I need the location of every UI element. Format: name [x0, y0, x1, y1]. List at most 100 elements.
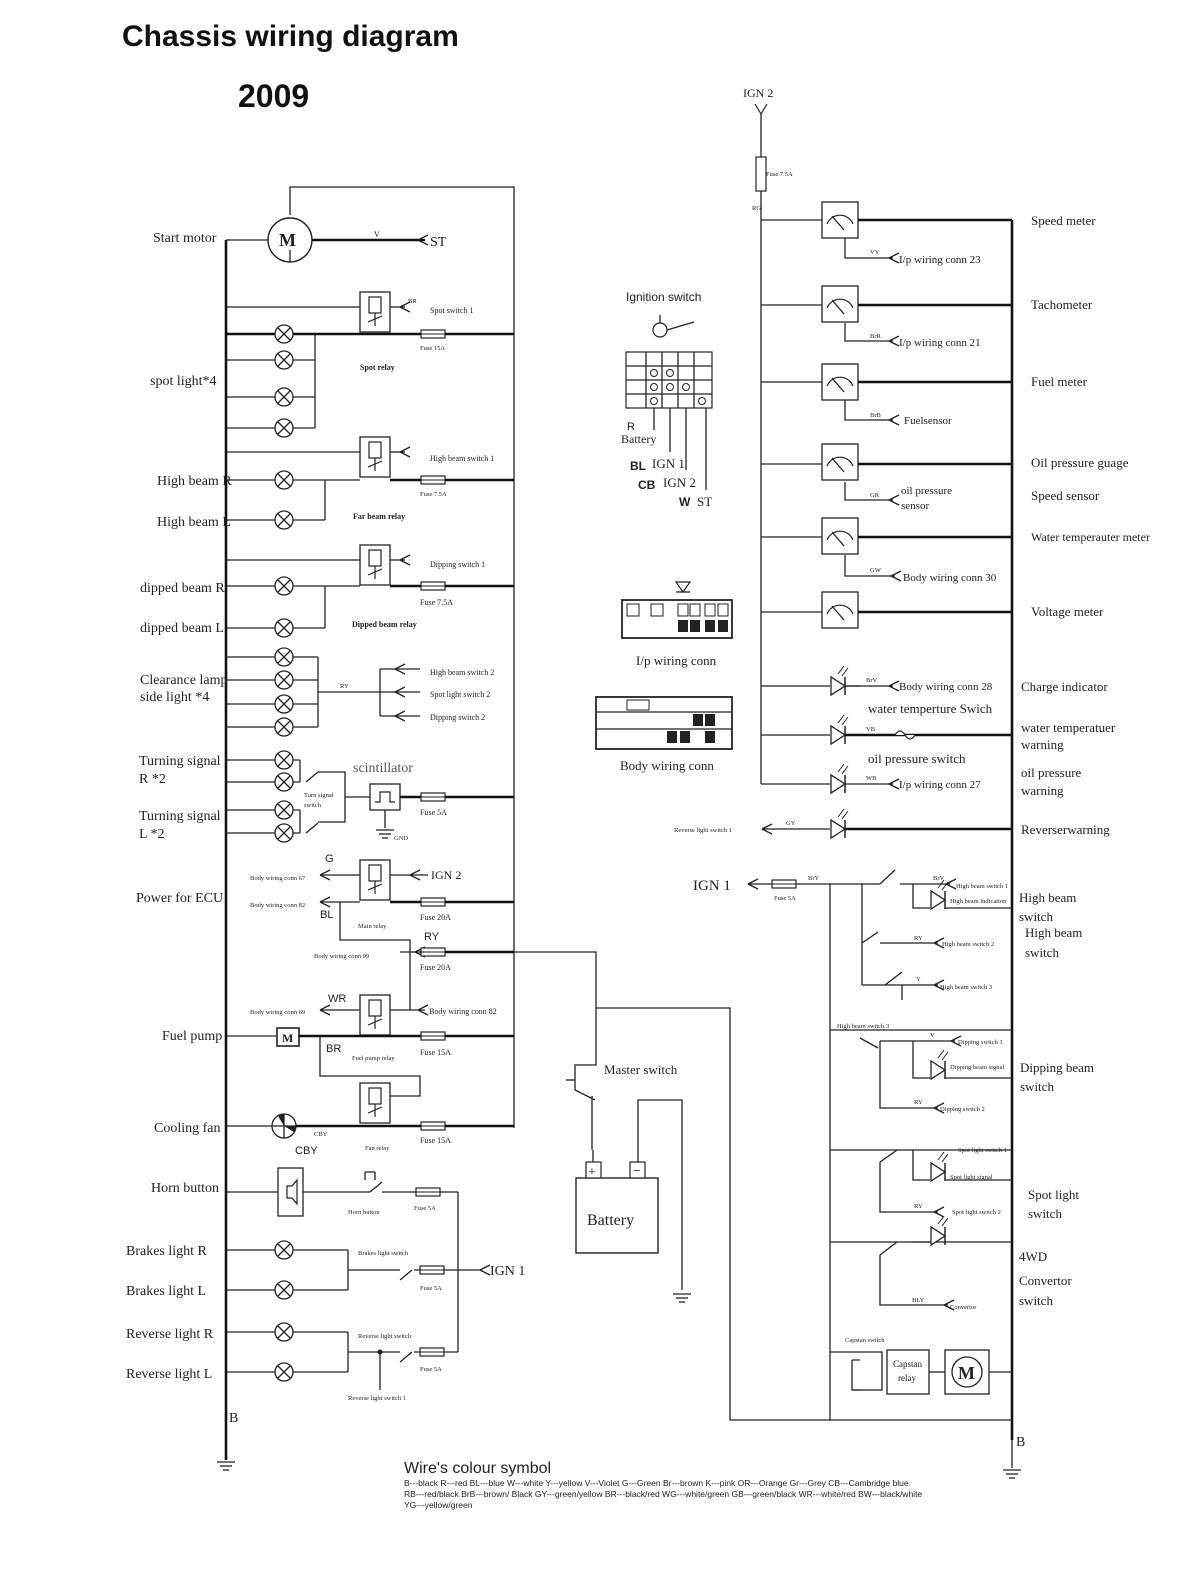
svg-text:M: M [958, 1363, 975, 1383]
far-beam-relay-label: Far beam relay [353, 512, 405, 521]
fuse-label: Fuse 7.5A [420, 491, 447, 498]
wire-g-label: G [325, 853, 334, 865]
turning-signal-r2-label: R *2 [139, 772, 166, 787]
reverse-light-switch-label: Reverse light switch [358, 1333, 412, 1340]
dip-switch-2-label: Dipping switch 2 [940, 1106, 985, 1113]
reverse-light-r-label: Reverse light R [126, 1327, 214, 1342]
fuse-7-5a-top-label: Fuse 7.5A [766, 171, 793, 178]
water-warning-label-2: warning [1021, 737, 1064, 752]
spot-light-switch-label-2: switch [1028, 1206, 1062, 1221]
fuse-icon [419, 1347, 445, 1357]
scintillator-icon [369, 783, 401, 828]
power-for-ecu-label: Power for ECU [136, 891, 223, 906]
oil-pressure-gauge-icon [761, 443, 1012, 506]
turn-signal-switch-label: Turn signal [304, 792, 334, 799]
wire-label: WB [866, 775, 877, 782]
spot-signal-label: Spot light signal [950, 1174, 993, 1181]
ip-conn-27-label: I/p wiring conn 27 [899, 779, 981, 791]
fuse-icon [420, 475, 446, 485]
legend-line: YG---yellow/green [404, 1500, 473, 1510]
spot-light-signal-diode-icon [930, 1151, 949, 1182]
fuse-icon [420, 792, 446, 802]
fuse-icon [419, 1265, 445, 1275]
fuse-15a-2-label: Fuse 15A [420, 1048, 451, 1057]
dipping-beam-switch-label-2: switch [1020, 1079, 1054, 1094]
wire-label: RY [914, 1099, 923, 1106]
high-beam-r-label: High beam R [157, 474, 232, 489]
fuel-meter-label: Fuel meter [1031, 374, 1088, 389]
fuse-20a-label: Fuse 20A [420, 913, 451, 922]
ground-icon [216, 1461, 236, 1471]
water-temperature-meter-icon [761, 517, 1012, 582]
hb-indication-label: High beam indication [950, 898, 1007, 905]
page-title: Chassis wiring diagram [122, 20, 459, 53]
dip-switch-1-label: Dipping switch 1 [958, 1039, 1003, 1046]
capstan-switch-label: Capstan switch [845, 1337, 885, 1344]
oil-warning-label-2: warning [1021, 783, 1064, 798]
ign-r-label: R [627, 421, 635, 433]
high-beam-switch-label-4: switch [1025, 945, 1059, 960]
turn-signal-switch-label-2: switch [304, 802, 322, 809]
water-meter-label: Water temperauter meter [1031, 530, 1150, 544]
reverse-warning-label: Reverserwarning [1021, 822, 1110, 837]
reverse-light-switch-1-label: Reverse light switch 1 [348, 1395, 406, 1402]
hb-switch-3b-label: High beam switch 3 [837, 1023, 889, 1030]
wire-ry-label: RY [424, 931, 440, 943]
fuel-pump-label: Fuel pump [162, 1029, 222, 1044]
fuel-pump-relay-label: Fuel pump relay [352, 1055, 395, 1062]
main-relay-icon [359, 859, 391, 901]
wire-rg-label: RG [752, 205, 761, 212]
fuse-15a-label: Fuse 15A [420, 345, 445, 352]
fuse-icon [420, 1121, 446, 1131]
fuel-pump-relay-icon [359, 994, 391, 1036]
brakes-light-l-label: Brakes light L [126, 1284, 206, 1299]
page-year: 2009 [238, 78, 310, 114]
fuse-5a-right-label: Fuse 5A [774, 895, 796, 902]
ign-ign2-label: IGN 2 [663, 475, 696, 490]
dipped-beam-relay-label: Dipped beam relay [352, 620, 417, 629]
dipped-beam-relay-icon [359, 544, 391, 586]
wire-bl-label: BL [320, 909, 333, 921]
legend-line: B---black R---red BL---blue W---white Y-… [404, 1478, 909, 1488]
fuel-meter-icon [761, 363, 1012, 426]
body-conn-82-label: Body wiring conn 82 [250, 902, 305, 909]
wire-label: VB [866, 726, 876, 733]
reverse-lamp-icon [274, 1322, 294, 1342]
dip-signal-label: Dipping beam signal [950, 1064, 1004, 1071]
scintillator-label: scintillator [353, 761, 413, 776]
fan-relay-label: Fan relay [365, 1145, 390, 1152]
capstan-relay-icon [886, 1349, 930, 1395]
spot-lamp-icon [274, 324, 294, 344]
ign1-right-label: IGN 1 [693, 878, 731, 894]
ign-w-label: W [679, 495, 691, 509]
high-beam-switch-label-3: High beam [1025, 925, 1082, 940]
wire-label: BrY [808, 875, 820, 882]
water-warning-label: water temperatuer [1021, 720, 1116, 735]
turn-signal-lamp-icon [274, 823, 294, 843]
svg-text:−: − [633, 1164, 641, 1179]
turning-signal-l2-label: L *2 [139, 827, 165, 842]
wire-wr-label: WR [328, 993, 346, 1005]
dipping-beam-signal-diode-icon [930, 1049, 949, 1080]
oil-gauge-label: Oil pressure guage [1031, 455, 1129, 470]
high-beam-l-label: High beam L [157, 515, 231, 530]
horn-icon [277, 1167, 304, 1217]
oil-warning-diode-icon [830, 763, 849, 794]
legend-line: RB---red/black BrB---brown/ Black GY---g… [404, 1489, 923, 1499]
fuse-5a-label: Fuse 5A [420, 808, 447, 817]
oil-sensor-label: oil pressure [901, 485, 952, 497]
ip-conn-21-label: I/p wiring conn 21 [899, 337, 981, 349]
dipped-beam-l-label: dipped beam L [140, 621, 224, 636]
wire-label: BrR [870, 333, 882, 340]
dipping-switch-2-label: Dipping switch 2 [430, 713, 485, 722]
high-beam-switch-group: BrV [861, 869, 1012, 1000]
capstan-motor-icon: M [944, 1349, 990, 1395]
fuse-20a-2-label: Fuse 20A [420, 963, 451, 972]
oil-warning-label: oil pressure [1021, 765, 1082, 780]
high-beam-l-lamp-icon [274, 510, 294, 530]
wire-label: BrV [933, 875, 945, 882]
ign-2-label: IGN 2 [431, 868, 461, 882]
spot-switch-1-label: Spot light switch 1 [958, 1147, 1007, 1154]
battery-icon: + − [575, 1099, 683, 1290]
clearance-lamp-icon [274, 647, 294, 667]
